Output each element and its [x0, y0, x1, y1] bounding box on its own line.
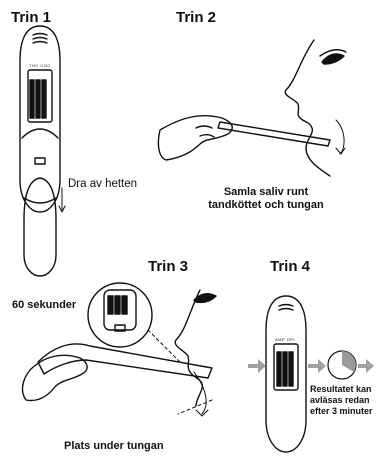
step-4-timer-dial [328, 351, 356, 379]
step-1-pull-arrow [59, 188, 65, 212]
step-3-timer-label: 60 sekunder [12, 299, 76, 311]
step-3-face [175, 290, 216, 406]
step-2-swab [218, 120, 345, 154]
step-3-caption: Plats under tungan [64, 440, 164, 452]
step-4-result-line-2: avläsas redan [310, 395, 376, 406]
step-4-panel-labels: AMP OPI [275, 337, 295, 342]
step-1-cap [24, 178, 56, 276]
step-3-zoom [88, 283, 180, 362]
step-1-panel-labels: THC COC [29, 63, 51, 68]
step-2-face [285, 40, 346, 176]
step-4-result-line-1: Resultatet kan [310, 384, 376, 395]
step-4-result-note: Resultatet kan avläsas redan efter 3 min… [310, 384, 376, 417]
step-3-hand [23, 355, 88, 400]
step-2-caption-line-2: tandköttet och tungan [196, 199, 336, 212]
step-1-device [20, 26, 60, 212]
step-2-caption: Samla saliv runt tandköttet och tungan [196, 186, 336, 212]
step-1-instruction: Dra av hetten [68, 178, 137, 190]
step-2-caption-line-1: Samla saliv runt [196, 186, 336, 199]
step-4-result-line-3: efter 3 minuter [310, 406, 376, 417]
step-4-device [266, 296, 306, 452]
